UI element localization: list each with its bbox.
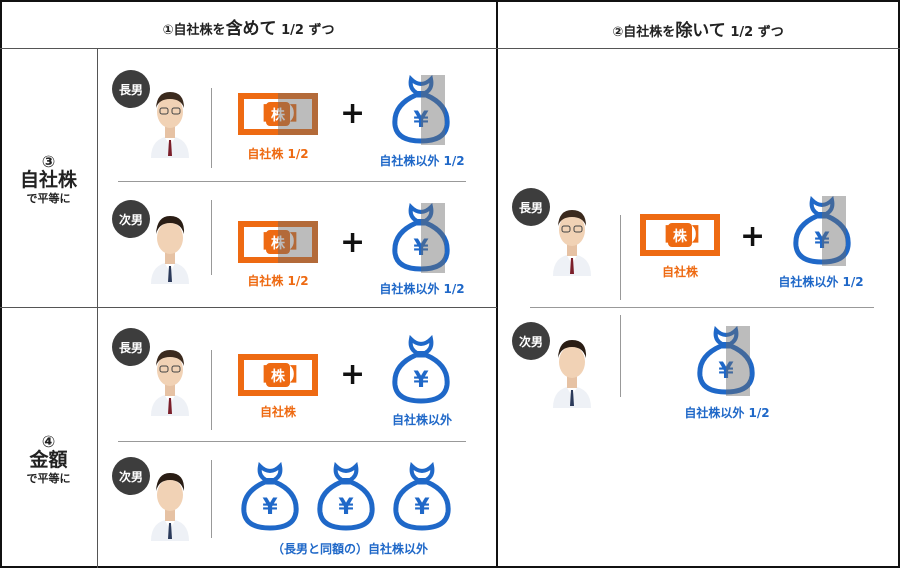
svg-text:】: 】 (290, 232, 308, 253)
label-col-divider (97, 48, 98, 568)
label-other-half: 自社株以外 1/2 (379, 154, 465, 168)
q3-vdivider-2 (211, 460, 212, 538)
label-stock: 自社株 (259, 405, 296, 419)
stock-certificate-icon: 【 】 株 (640, 214, 720, 256)
money-bag-icon: ¥ (317, 462, 375, 531)
svg-text:株: 株 (673, 228, 688, 245)
center-divider (496, 0, 498, 568)
row-label-amount-equal: ④ 金額 で平等に (26, 432, 71, 485)
badge-second: 次男 (112, 457, 150, 495)
frame-right (898, 0, 900, 568)
header-include: ①自社株を含めて 1/2 ずつ (162, 19, 335, 39)
label-other-half: 自社株以外 1/2 (379, 282, 465, 296)
label-stock-half: 自社株 1/2 (247, 147, 309, 161)
eldest-son-avatar (151, 350, 189, 416)
label-other-half: 自社株以外 1/2 (684, 406, 770, 420)
money-bag-icon: ¥ (241, 462, 299, 531)
badge-second: 次男 (112, 200, 150, 238)
svg-text:¥: ¥ (413, 108, 429, 133)
svg-text:¥: ¥ (262, 495, 278, 520)
plus-sign: + (340, 225, 366, 260)
q2-hdivider (530, 307, 874, 308)
second-son-avatar (151, 216, 189, 284)
stock-certificate-icon: 【 】 株 (238, 93, 318, 135)
q2-vdivider-2 (620, 315, 621, 397)
stock-certificate-icon: 【 】 株 (238, 354, 318, 396)
money-bag-icon: ¥ (392, 203, 450, 273)
label-stock-half: 自社株 1/2 (247, 274, 309, 288)
frame-left (0, 0, 2, 568)
money-bag-icon: ¥ (393, 462, 451, 531)
svg-text:¥: ¥ (414, 495, 430, 520)
q3-vdivider (211, 350, 212, 430)
badge-second: 次男 (512, 322, 550, 360)
svg-text:【: 【 (252, 104, 270, 125)
header-exclude: ②自社株を除いて 1/2 ずつ (612, 21, 784, 41)
header-divider (0, 48, 900, 49)
svg-text:【: 【 (252, 232, 270, 253)
money-bag-icon: ¥ (793, 196, 851, 266)
svg-text:株: 株 (271, 107, 286, 124)
svg-text:株: 株 (271, 235, 286, 252)
svg-text:¥: ¥ (413, 368, 429, 393)
svg-text:株: 株 (271, 368, 286, 385)
q3-hdivider (118, 441, 466, 442)
svg-text:【: 【 (654, 225, 672, 246)
q2-vdivider (620, 215, 621, 300)
svg-text:【: 【 (252, 365, 270, 386)
q1-vdivider-2 (211, 200, 212, 275)
frame-bottom (0, 566, 900, 568)
stock-certificate-icon: 【 】 株 (238, 221, 318, 263)
q1-vdivider (211, 88, 212, 168)
row-label-stock-equal: ③ 自社株 で平等に (19, 152, 77, 205)
svg-text:】: 】 (290, 104, 308, 125)
plus-sign: + (740, 219, 766, 254)
svg-text:¥: ¥ (338, 495, 354, 520)
badge-eldest: 長男 (112, 70, 150, 108)
second-son-avatar (151, 473, 189, 541)
eldest-son-avatar (151, 92, 189, 158)
label-stock: 自社株 (661, 265, 698, 279)
plus-sign: + (340, 357, 366, 392)
badge-eldest: 長男 (112, 328, 150, 366)
money-bag-icon: ¥ (392, 335, 450, 404)
svg-text:¥: ¥ (413, 236, 429, 261)
q1-hdivider (118, 181, 466, 182)
svg-text:】: 】 (290, 365, 308, 386)
second-son-avatar (553, 340, 591, 408)
svg-text:】: 】 (692, 225, 710, 246)
row-divider (0, 307, 497, 308)
label-other: 自社株以外 (391, 413, 452, 427)
plus-sign: + (340, 96, 366, 131)
money-bag-icon: ¥ (697, 326, 755, 396)
label-other-half: 自社株以外 1/2 (778, 275, 864, 289)
badge-eldest: 長男 (512, 188, 550, 226)
money-bag-icon: ¥ (392, 75, 450, 145)
svg-text:¥: ¥ (718, 359, 734, 384)
frame-top (0, 0, 900, 2)
eldest-son-avatar (553, 210, 591, 276)
label-equal-other: （長男と同額の）自社株以外 (271, 542, 428, 556)
svg-text:¥: ¥ (814, 229, 830, 254)
